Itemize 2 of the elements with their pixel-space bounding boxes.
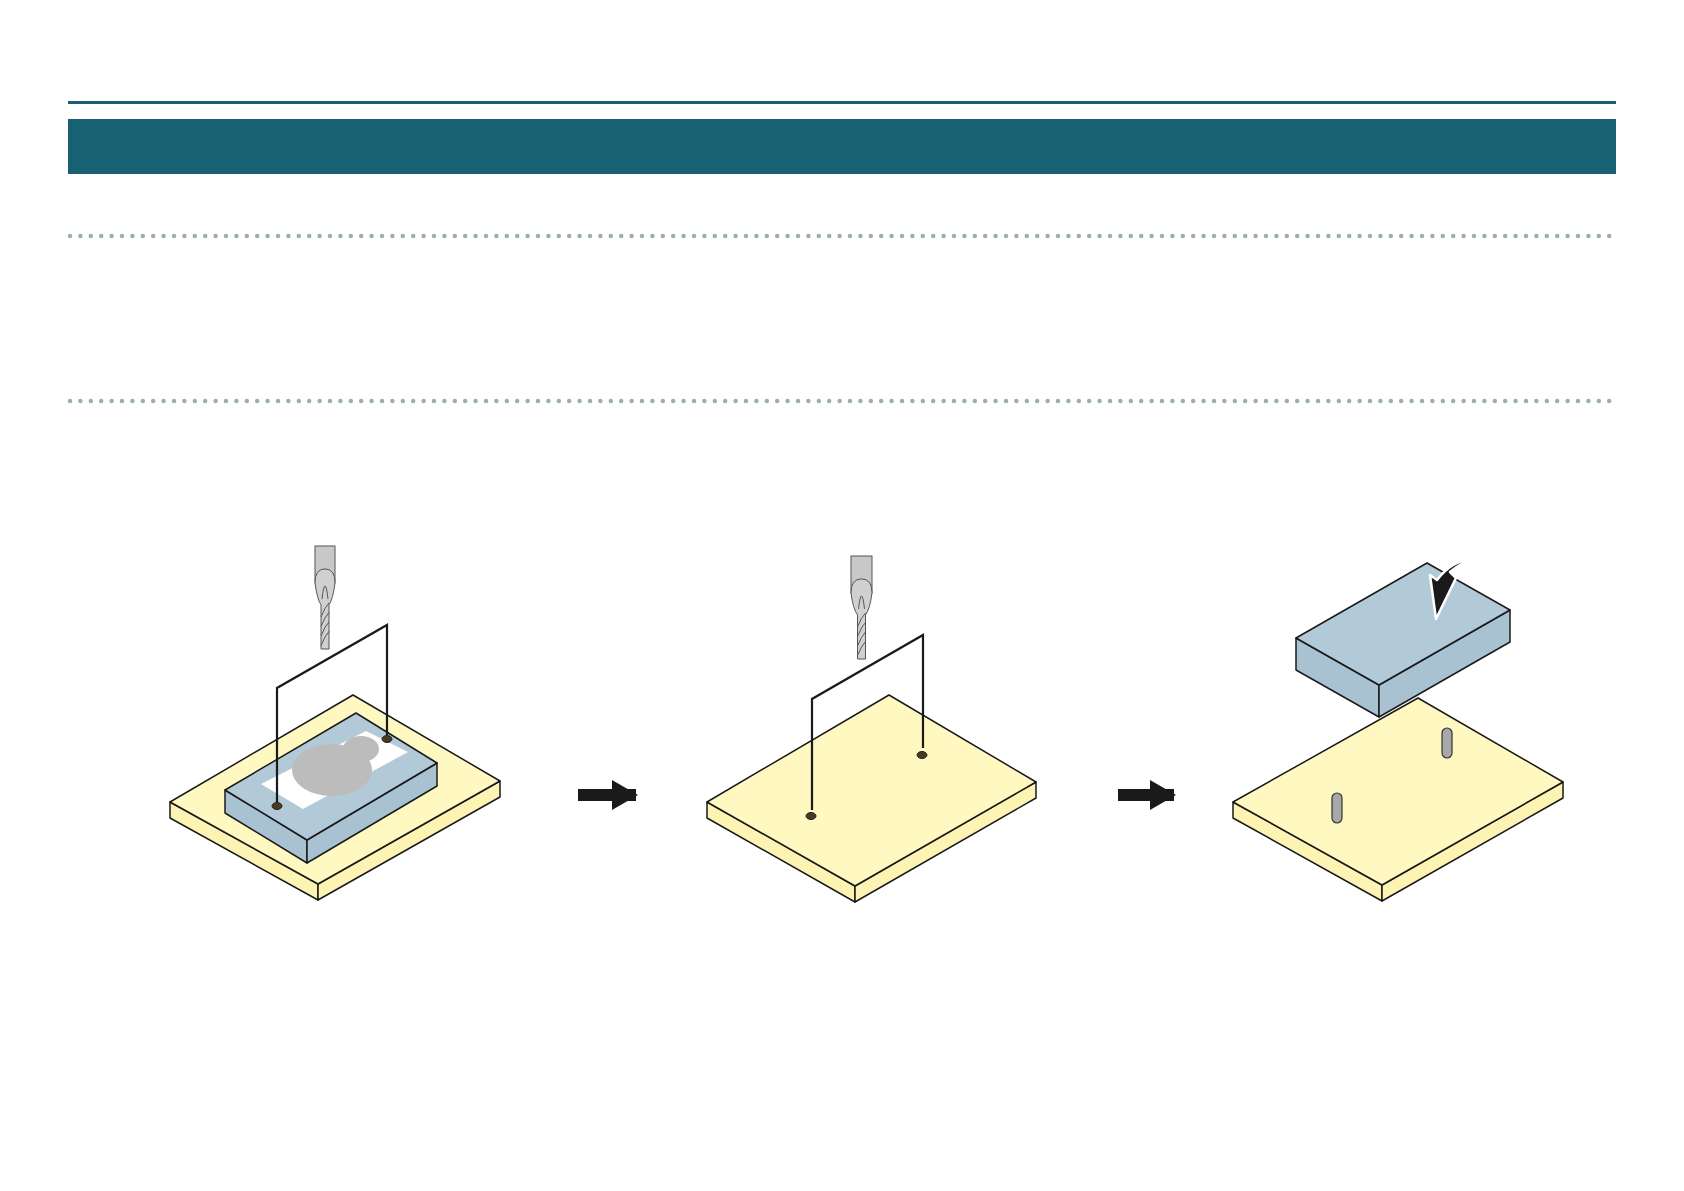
step-arrow bbox=[1118, 780, 1176, 810]
step-arrow bbox=[578, 780, 638, 810]
